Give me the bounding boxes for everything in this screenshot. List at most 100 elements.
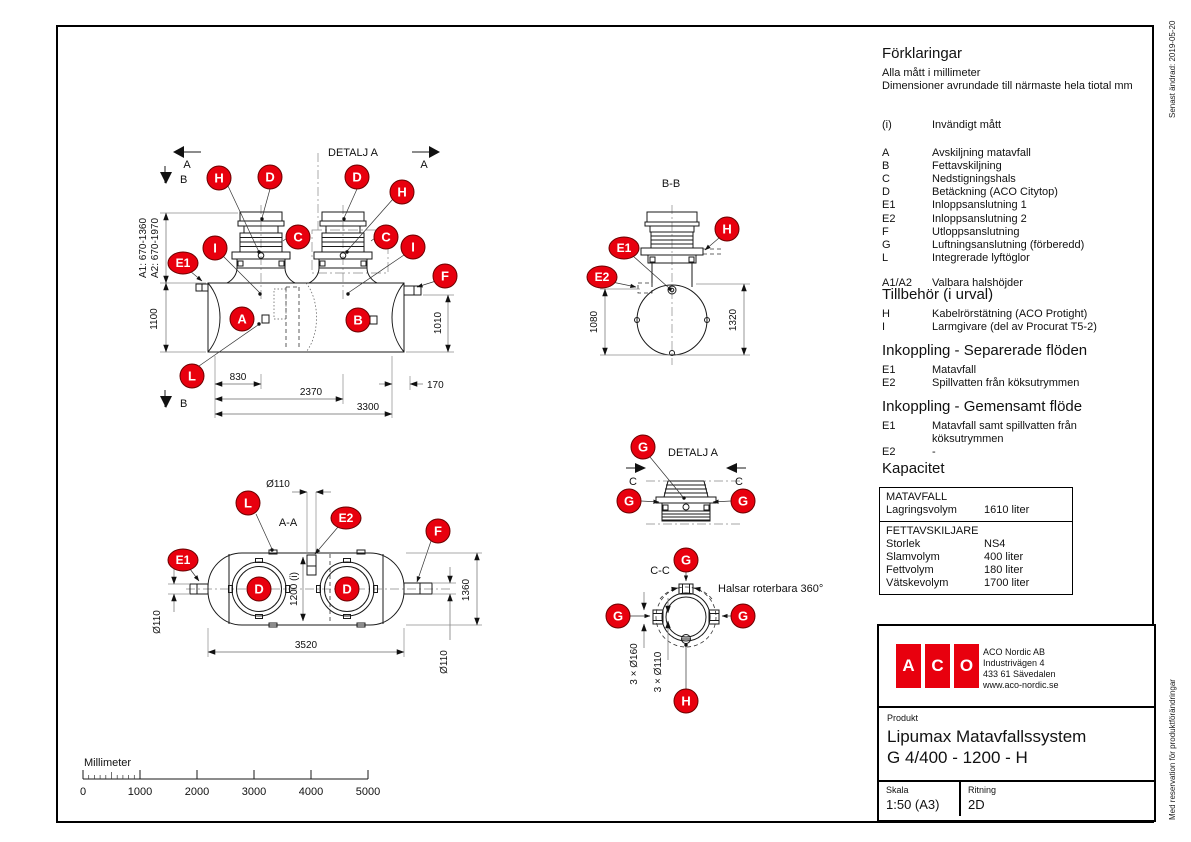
legend-key: B <box>882 159 890 172</box>
scale-tick-label: 1000 <box>128 786 152 798</box>
legend-key: G <box>882 239 891 252</box>
scale-cell: Skala 1:50 (A3) <box>879 782 961 816</box>
company-address: ACO Nordic AB Industrivägen 4 433 61 Säv… <box>983 647 1059 691</box>
detalj-neck <box>655 480 717 522</box>
bb-leaders <box>611 237 720 291</box>
dim-3520: 3520 <box>295 640 318 651</box>
legend-key: E2 <box>882 446 896 459</box>
part-markers: H D D H C C I I E1 F A B L L E2 F E1 D D… <box>167 164 756 714</box>
row-value: 400 liter <box>984 551 1024 563</box>
section-letter: C <box>629 476 637 488</box>
marker-e1: E1 <box>167 548 199 572</box>
drawing-label: Ritning <box>968 785 997 795</box>
marker-letter: E2 <box>339 511 354 525</box>
marker-letter: H <box>397 185 406 200</box>
legend-label: Spillvatten från köksutrymmen <box>932 377 1080 390</box>
marker-letter: C <box>293 230 303 245</box>
marker-letter: D <box>265 170 274 185</box>
legend-key: F <box>882 225 889 238</box>
dim-3x160: 3 × Ø160 <box>629 643 640 685</box>
marker-letter: D <box>352 170 361 185</box>
legend-key: D <box>882 186 890 199</box>
bb-neck <box>637 211 721 294</box>
sheet-frame <box>56 25 1154 823</box>
legend-key: C <box>882 173 890 186</box>
legend-key: I <box>882 321 886 334</box>
legend-item-row: G Luftningsanslutning (förberedd) <box>882 239 1150 252</box>
kapacitet-matavfall: MATAVFALL Lagringsvolym 1610 liter <box>880 488 1072 522</box>
product-row: Produkt Lipumax Matavfallssystem G 4/400… <box>879 708 1154 782</box>
plan-outlet-stub <box>403 582 433 595</box>
marker-letter: E1 <box>176 553 191 567</box>
marker-g: G <box>630 434 656 460</box>
legend-label: Kabelrörstätning (ACO Protight) <box>932 308 1088 320</box>
legend-key: A <box>882 146 890 159</box>
marker-letter: I <box>411 240 415 255</box>
legend-label: - <box>932 446 936 459</box>
section-c-arrow-left: C <box>626 463 646 488</box>
dim-1200: 1200 (i) <box>289 572 300 606</box>
bb-section-view: B-B <box>589 178 750 365</box>
marker-d: D <box>334 576 360 602</box>
cc-cable-gland <box>681 634 691 644</box>
company-name: ACO Nordic AB <box>983 647 1046 657</box>
title-block: A C O ACO Nordic AB Industrivägen 4 433 … <box>877 624 1156 822</box>
cc-section-view: C-C <box>629 565 823 692</box>
inkoppling-gemensamt-title: Inkoppling - Gemensamt flöde <box>882 398 1083 415</box>
legend-section: Förklaringar Alla mått i millimeter Dime… <box>882 45 1150 291</box>
legend-label: Integrerade lyftöglor <box>932 252 1030 265</box>
row-value: 180 liter <box>984 564 1024 576</box>
legend-item-row: B Fettavskiljning <box>882 160 1150 173</box>
scale-bar: Millimeter 0 1000 2000 3000 4000 5000 <box>80 757 380 798</box>
legend-label: Matavfall <box>932 364 977 376</box>
section-letter: B <box>180 398 187 410</box>
legend-label: Fettavskiljning <box>932 159 1002 172</box>
section-a-arrow-right: A <box>412 146 440 171</box>
section-letter: A <box>420 159 428 171</box>
kapacitet-table: MATAVFALL Lagringsvolym 1610 liter FETTA… <box>879 487 1073 595</box>
scale-label: Skala <box>886 785 909 795</box>
marker-g: G <box>605 603 631 629</box>
logo-letter: O <box>954 644 979 688</box>
dim-1010: 1010 <box>433 311 444 334</box>
marker-letter: D <box>254 582 263 597</box>
manhole-2 <box>316 558 378 619</box>
cc-stub-left <box>652 609 664 625</box>
inkoppling-row: E2 - <box>882 446 1150 459</box>
dim-a2: A2: 670-1970 <box>150 218 161 278</box>
legend-key: (i) <box>882 119 892 132</box>
table-header: MATAVFALL <box>886 491 948 503</box>
plan-view: A-A <box>152 479 482 674</box>
section-letter: C <box>735 476 743 488</box>
product-name: Lipumax Matavfallssystem <box>887 727 1087 746</box>
marker-d: D <box>257 164 283 190</box>
detalj-a-ref-label: DETALJ A <box>328 147 379 159</box>
marker-letter: I <box>213 241 217 256</box>
marker-letter: H <box>722 222 731 237</box>
marker-letter: G <box>613 609 623 624</box>
access-neck-1 <box>226 205 296 300</box>
row-label: Fettvolym <box>886 564 934 576</box>
kapacitet-title: Kapacitet <box>882 460 945 477</box>
logo-letter: A <box>896 644 921 688</box>
dim-d110-top: Ø110 <box>266 479 290 490</box>
scale-tick-label: 3000 <box>242 786 266 798</box>
marker-i: I <box>400 234 426 260</box>
marker-a: A <box>229 306 255 332</box>
legend-inner-dim-row: (i) Invändigt mått <box>882 119 1150 132</box>
marker-d: D <box>246 576 272 602</box>
legend-label: Luftningsanslutning (förberedd) <box>932 239 1085 252</box>
marker-l: L <box>235 490 261 516</box>
legend-key: H <box>882 308 890 320</box>
marker-h: H <box>389 179 415 205</box>
marker-e1: E1 <box>167 251 199 275</box>
legend-key: E1 <box>882 199 896 212</box>
marker-letter: G <box>638 440 648 455</box>
section-a-arrow-left: A <box>173 146 201 171</box>
